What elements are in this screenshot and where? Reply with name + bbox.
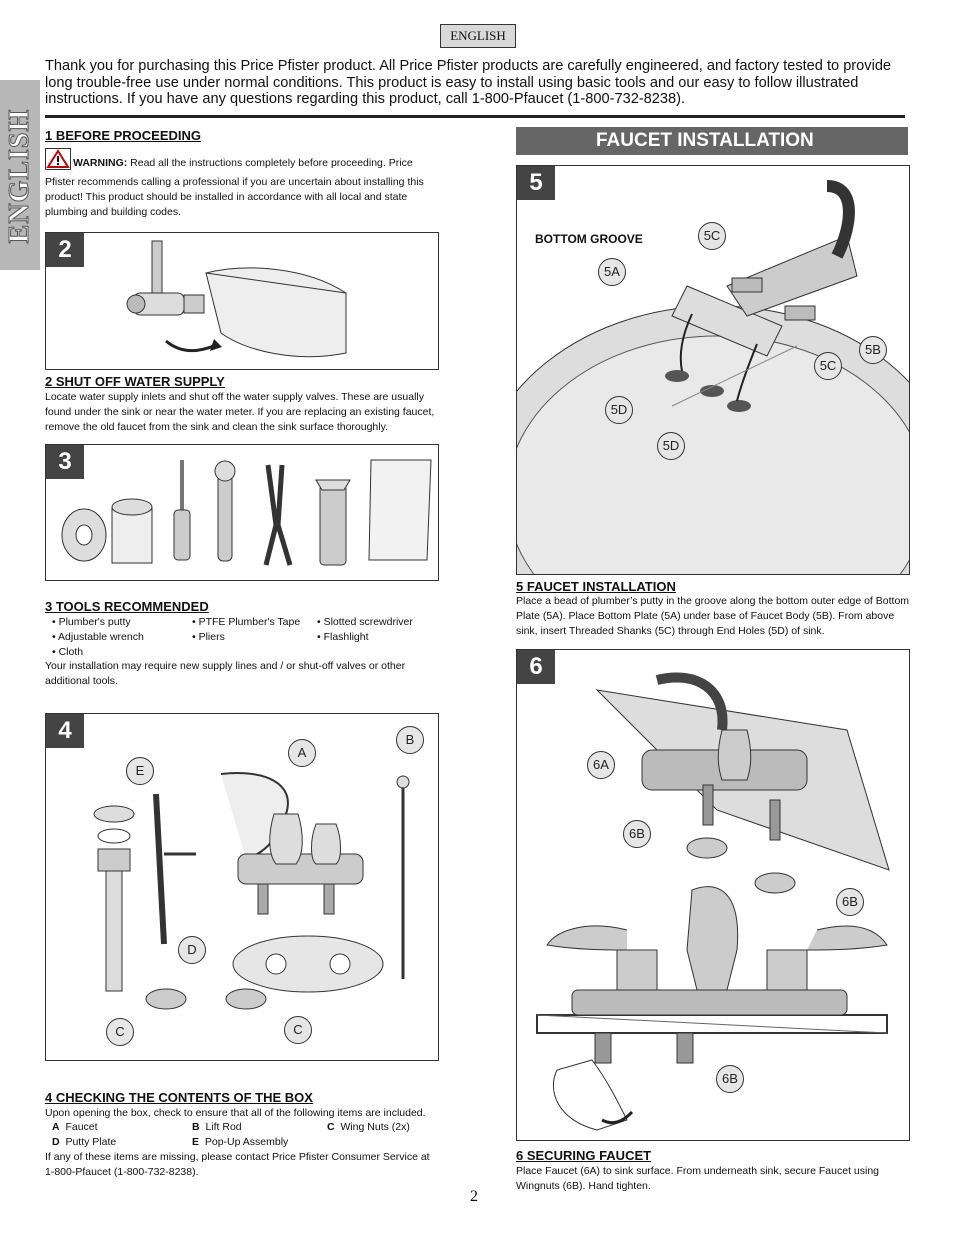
tools-illustration xyxy=(61,459,432,566)
tools-list: • Plumber's putty • PTFE Plumber's Tape … xyxy=(52,615,457,660)
section6-text: Place Faucet (6A) to sink surface. From … xyxy=(516,1165,880,1192)
warning-label: WARNING: xyxy=(73,157,128,169)
callout-6b: 6B xyxy=(623,820,651,848)
securing-faucet-illustration xyxy=(536,672,890,1131)
tool-item: • Cloth xyxy=(52,646,84,658)
figure-3-number: 3 xyxy=(46,445,84,479)
section4-note: If any of these items are missing, pleas… xyxy=(45,1151,430,1178)
callout-e: E xyxy=(126,757,154,785)
side-tab-label: ENGLISH xyxy=(4,108,36,244)
callout-6b: 6B xyxy=(716,1065,744,1093)
callout-6a: 6A xyxy=(587,751,615,779)
figure-2-number: 2 xyxy=(46,233,84,267)
figure-5-number: 5 xyxy=(517,166,555,200)
callout-5d: 5D xyxy=(657,432,685,460)
section5-text: Place a bead of plumber’s putty in the g… xyxy=(516,595,910,637)
tool-item: • PTFE Plumber's Tape xyxy=(192,616,301,628)
figure-6-number: 6 xyxy=(517,650,555,684)
faucet-installation-illustration xyxy=(517,180,909,574)
section1-warning: WARNING: Read all the instructions compl… xyxy=(45,148,439,220)
warning-text: Read all the instructions completely bef… xyxy=(45,157,424,218)
section6-heading: 6 SECURING FAUCET xyxy=(516,1148,652,1163)
section5-heading: 5 FAUCET INSTALLATION xyxy=(516,579,676,594)
contents-item: B Lift Rod xyxy=(192,1121,242,1133)
figure-4: 4 E A B D C C xyxy=(45,713,439,1061)
callout-5a: 5A xyxy=(598,258,626,286)
callout-5c: 5C xyxy=(698,222,726,250)
warning-icon xyxy=(45,148,71,175)
contents-item: E Pop-Up Assembly xyxy=(192,1136,289,1148)
section2-text: Locate water supply inlets and shut off … xyxy=(45,391,435,433)
section3-heading: 3 TOOLS RECOMMENDED xyxy=(45,599,209,614)
section4-intro: Upon opening the box, check to ensure th… xyxy=(45,1107,426,1119)
tool-item: • Slotted screwdriver xyxy=(317,616,413,628)
section2-heading: 2 SHUT OFF WATER SUPPLY xyxy=(45,374,225,389)
callout-a: A xyxy=(288,739,316,767)
callout-d: D xyxy=(178,936,206,964)
section4-heading: 4 CHECKING THE CONTENTS OF THE BOX xyxy=(45,1090,313,1105)
contents-item: C Wing Nuts (2x) xyxy=(327,1121,410,1133)
callout-c: C xyxy=(106,1018,134,1046)
figure-5: 5 BOTTOM GROOVE 5C 5A 5B 5C 5D 5D xyxy=(516,165,910,575)
box-contents-illustration xyxy=(93,772,410,1010)
language-label: ENGLISH xyxy=(440,24,516,48)
tool-item: • Pliers xyxy=(192,631,225,643)
callout-6b: 6B xyxy=(836,888,864,916)
callout-c: C xyxy=(284,1016,312,1044)
figure-6: 6 6A 6B 6B 6B xyxy=(516,649,910,1141)
callout-b: B xyxy=(396,726,424,754)
figure-2: 2 xyxy=(45,232,439,370)
figure-3: 3 xyxy=(45,444,439,581)
tool-item: • Plumber's putty xyxy=(52,616,131,628)
bottom-groove-label: BOTTOM GROOVE xyxy=(535,232,643,246)
faucet-installation-banner: FAUCET INSTALLATION xyxy=(516,127,908,155)
callout-5d: 5D xyxy=(605,396,633,424)
section1-heading: 1 BEFORE PROCEEDING xyxy=(45,128,202,143)
callout-5b: 5B xyxy=(859,336,887,364)
header-rule xyxy=(45,115,905,118)
tool-item: • Flashlight xyxy=(317,631,369,643)
figure-4-number: 4 xyxy=(46,714,84,748)
shutoff-valve-illustration xyxy=(126,240,347,358)
page-number: 2 xyxy=(470,1188,478,1205)
tool-item: • Adjustable wrench xyxy=(52,631,144,643)
section3-note: Your installation may require new supply… xyxy=(45,660,406,687)
contents-list: A Faucet B Lift Rod C Wing Nuts (2x) D P… xyxy=(52,1120,467,1150)
contents-item: D Putty Plate xyxy=(52,1136,117,1148)
callout-5c: 5C xyxy=(814,352,842,380)
contents-item: A Faucet xyxy=(52,1121,98,1133)
side-language-tab: ENGLISH xyxy=(0,80,40,270)
intro-paragraph: Thank you for purchasing this Price Pfis… xyxy=(45,58,892,107)
